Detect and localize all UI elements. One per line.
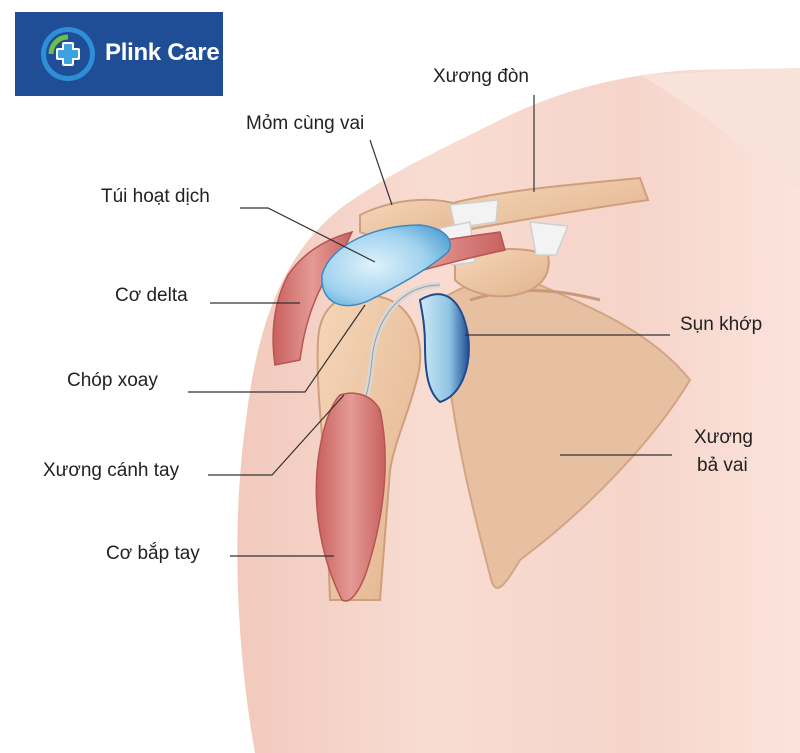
label-scapula-line1: Xương <box>694 427 753 448</box>
label-acromion: Mỏm cùng vai <box>246 113 365 134</box>
biceps-muscle <box>315 392 386 602</box>
label-rotator-cuff: Chóp xoay <box>67 370 158 391</box>
biceps-tendon-outline <box>359 284 441 411</box>
articular-cartilage <box>418 293 470 404</box>
neck-shadow <box>640 68 800 190</box>
label-bursa: Túi hoạt dịch <box>101 186 210 207</box>
leader-line-humerus <box>208 394 345 476</box>
ligament <box>449 199 499 229</box>
medical-cross-icon <box>41 27 95 81</box>
leader-line-acromion <box>369 139 393 206</box>
plink-care-logo: Plink Care <box>15 12 223 96</box>
brand-name: Plink Care <box>105 39 220 66</box>
label-biceps: Cơ bắp tay <box>106 543 200 564</box>
label-cartilage: Sụn khớp <box>680 314 763 335</box>
subacromial-bursa <box>321 224 451 307</box>
scapula-bone <box>438 276 692 589</box>
label-deltoid: Cơ delta <box>115 285 188 306</box>
ligament <box>529 221 570 256</box>
leader-line-rotator-cuff <box>188 304 366 393</box>
leader-line-bursa <box>240 207 376 263</box>
label-clavicle: Xương đòn <box>433 66 529 87</box>
label-humerus: Xương cánh tay <box>43 460 180 481</box>
label-scapula-line2: bả vai <box>697 455 748 476</box>
